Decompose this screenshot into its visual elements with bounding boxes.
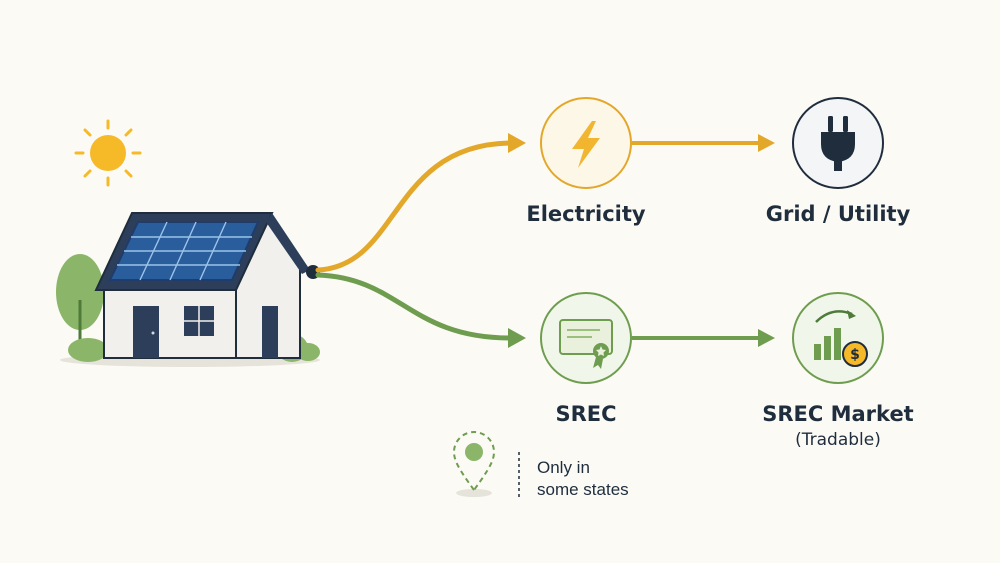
grid-utility-label: Grid / Utility <box>765 202 911 226</box>
grid-node <box>792 97 884 189</box>
svg-text:$: $ <box>850 347 860 363</box>
srec-market-sublabel: (Tradable) <box>795 430 881 450</box>
srec-market-node: $ <box>792 292 884 384</box>
house-illustration <box>60 212 320 367</box>
availability-note: Only in some states <box>537 457 629 501</box>
location-pin-icon <box>452 431 496 497</box>
plug-icon <box>821 116 855 171</box>
srec-flow-arrowhead <box>508 328 526 348</box>
electricity-flow-arrow <box>315 140 513 273</box>
electricity-flow-arrowhead <box>508 133 526 153</box>
srec-market-label: SREC Market <box>762 402 914 426</box>
srec-node <box>540 292 632 384</box>
note-line-1: Only in <box>537 458 590 477</box>
market-chart-dollar-icon: $ <box>814 310 868 367</box>
srec-flow-arrow <box>315 272 513 341</box>
lightning-bolt-icon <box>572 121 600 168</box>
electricity-label: Electricity <box>526 202 646 226</box>
electricity-node <box>540 97 632 189</box>
srec-to-market-arrowhead <box>758 329 775 347</box>
certificate-icon <box>559 319 613 369</box>
electricity-to-grid-arrowhead <box>758 134 775 152</box>
sun-icon <box>74 119 142 187</box>
note-line-2: some states <box>537 480 629 499</box>
srec-label: SREC <box>555 402 617 426</box>
